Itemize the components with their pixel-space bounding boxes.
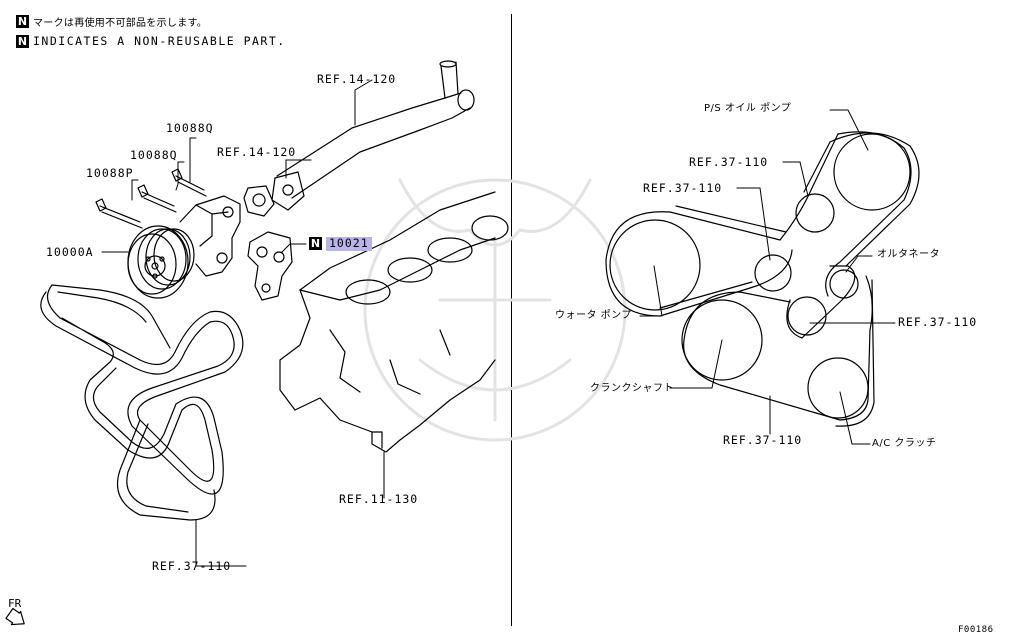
alternator-label: オルタネータ [877,249,940,260]
panel-divider [511,14,512,626]
legend-notes: N マークは再使用不可部品を示します。 N INDICATES A NON-RE… [16,11,286,51]
ref-pipe-label: REF.14-120 [317,72,397,86]
water-pump-part-label: 10000A [46,245,94,259]
non-reusable-mark-icon: N [16,34,29,48]
water-pump-gasket [247,231,293,301]
front-direction-label: FR [8,597,22,610]
ref-tensioner-label: REF.37-110 [643,181,723,195]
engine-block [279,191,509,453]
watermark-emblem [363,178,627,442]
legend-text-jp: マークは再使用不可部品を示します。 [33,17,208,29]
coolant-pipe [271,60,475,211]
ref-gasket-label: REF.14-120 [217,145,297,159]
bolt-10088p-label: 10088P [86,166,134,180]
legend-note-jp: N マークは再使用不可部品を示します。 [16,11,286,31]
front-arrow-icon [5,607,25,626]
crankshaft-label: クランクシャフト [590,383,674,394]
bolts [95,168,207,229]
drive-belt-left [40,284,244,521]
ref-belt-label-left: REF.37-110 [152,559,232,573]
ref-block-label: REF.11-130 [339,492,419,506]
legend-note-en: N INDICATES A NON-REUSABLE PART. [16,31,286,51]
non-reusable-part-callout: N 10021 [309,237,372,251]
non-reusable-mark-icon: N [16,14,29,28]
non-reusable-mark-icon: N [309,237,322,251]
water-pump-assembly [127,195,241,299]
ref-idler-mid-label: REF.37-110 [898,315,978,329]
leader-lines [101,79,896,567]
bolt-10088q-label-1: 10088Q [166,121,214,135]
pipe-gasket [243,185,275,217]
bolt-10088q-label-2: 10088Q [130,148,178,162]
figure-code: F00186 [958,625,994,635]
ac-clutch-label: A/C クラッチ [872,438,937,449]
ref-belt-label-right: REF.37-110 [723,433,803,447]
legend-text-en: INDICATES A NON-REUSABLE PART. [33,34,286,48]
belt-routing-diagram [605,131,920,427]
water-pump-label: ウォータ ポンプ [555,310,632,321]
ref-idler-top-label: REF.37-110 [689,155,769,169]
ps-pump-label: P/S オイル ポンプ [704,103,792,114]
gasket-part-label: 10021 [326,237,372,251]
